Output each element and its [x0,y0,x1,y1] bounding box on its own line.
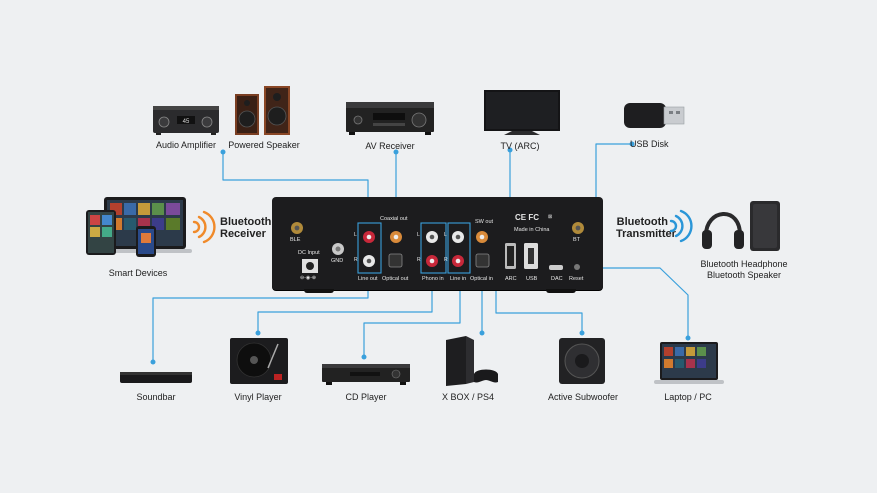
cd-player-device [322,364,410,385]
bt-headphone-line2: Bluetooth Speaker [706,270,782,280]
vinyl-player-device [230,338,288,384]
bt-receiver-line2: Receiver [220,228,266,240]
dot-av-receiver [393,149,399,155]
panel-label-gnd: GND [331,258,344,264]
panel-linein-R: R [444,257,448,263]
panel-foot-right [546,289,576,293]
panel-linein-L: L [444,232,447,238]
panel-phono-L: L [417,232,420,238]
xbox-ps4-label: X BOX / PS4 [441,392,495,402]
audio-amplifier-device: 45 [153,106,219,135]
panel-label-reset: Reset [569,276,584,282]
wire-laptop [565,267,689,338]
panel-connectors [291,222,584,274]
panel-label-dac: DAC [551,276,563,282]
powered-speaker-label: Powered Speaker [228,140,300,150]
panel-lineout-R: R [354,257,358,263]
dot-xbox [479,330,485,336]
dc-polarity-icon: ⊖-◉-⊕ [300,275,317,281]
laptop-device [654,342,724,384]
panel-label-bt: BT [573,237,581,243]
ce-fcc-mark: CE FC [515,213,539,222]
usb-disk-label: USB Disk [630,139,669,149]
panel-lineout-L: L [354,232,357,238]
smart-devices-device [86,197,192,257]
bluetooth-transmitter-title: Bluetooth Transmitter [616,216,676,240]
active-subwoofer-device [559,338,605,384]
panel-label-line-out: Line out [358,276,378,282]
panel-label-optical-in: Optical in [470,276,493,282]
device-back-panel: BLE DC Input ⊖-◉-⊕ GND Coaxial out L R L… [272,197,603,290]
soundbar-device [120,372,192,383]
usb-disk-device [624,103,685,128]
panel-label-ble: BLE [290,237,301,243]
bluetooth-headphone-label: Bluetooth Headphone Bluetooth Speaker [700,259,788,281]
bt-headphone-line1: Bluetooth Headphone [700,259,788,269]
dot-tv [507,147,513,153]
bt-transmitter-line2: Transmitter [616,228,676,240]
panel-label-phono-in: Phono in [422,276,444,282]
panel-label-arc: ARC [505,276,517,282]
dot-amplifier [220,149,226,155]
panel-label-line-in: Line in [450,276,467,282]
panel-foot-left [304,289,334,293]
av-receiver-label: AV Receiver [365,141,415,151]
panel-label-coaxial-out: Coaxial out [380,216,408,222]
bt-transmitter-line1: Bluetooth [616,216,668,228]
panel-phono-R: R [417,257,421,263]
panel-label-made-in-china: Made in China [514,227,550,233]
av-receiver-device [346,102,434,135]
soundbar-label: Soundbar [136,392,176,402]
active-subwoofer-label: Active Subwoofer [547,392,619,402]
xbox-ps4-device [446,336,498,386]
panel-label-optical-out: Optical out [382,276,409,282]
weee-bin-icon: ⊠ [548,214,553,220]
dot-subwoofer [579,330,585,336]
bluetooth-receiver-wave-icon [192,210,216,244]
bluetooth-receiver-title: Bluetooth Receiver [220,216,271,240]
audio-amplifier-label: Audio Amplifier [155,140,217,150]
dot-cd [361,354,367,360]
dot-laptop [685,335,691,341]
panel-label-dc-input: DC Input [298,250,320,256]
panel-label-sw-out: SW out [475,219,494,225]
laptop-pc-label: Laptop / PC [664,392,712,402]
cd-player-label: CD Player [345,392,387,402]
panel-label-usb: USB [526,276,538,282]
dot-vinyl [255,330,261,336]
smart-devices-label: Smart Devices [108,268,168,278]
amp-display-text: 45 [183,119,190,125]
bluetooth-transmitter-wave-icon [669,209,693,243]
tv-device [484,90,560,135]
powered-speaker-device [235,86,290,135]
dot-usb-disk [629,141,635,147]
bt-receiver-line1: Bluetooth [220,216,272,228]
vinyl-player-label: Vinyl Player [234,392,282,402]
tv-arc-label: TV (ARC) [500,141,540,151]
dot-soundbar [150,359,156,365]
headphone-speaker-device [702,201,780,251]
